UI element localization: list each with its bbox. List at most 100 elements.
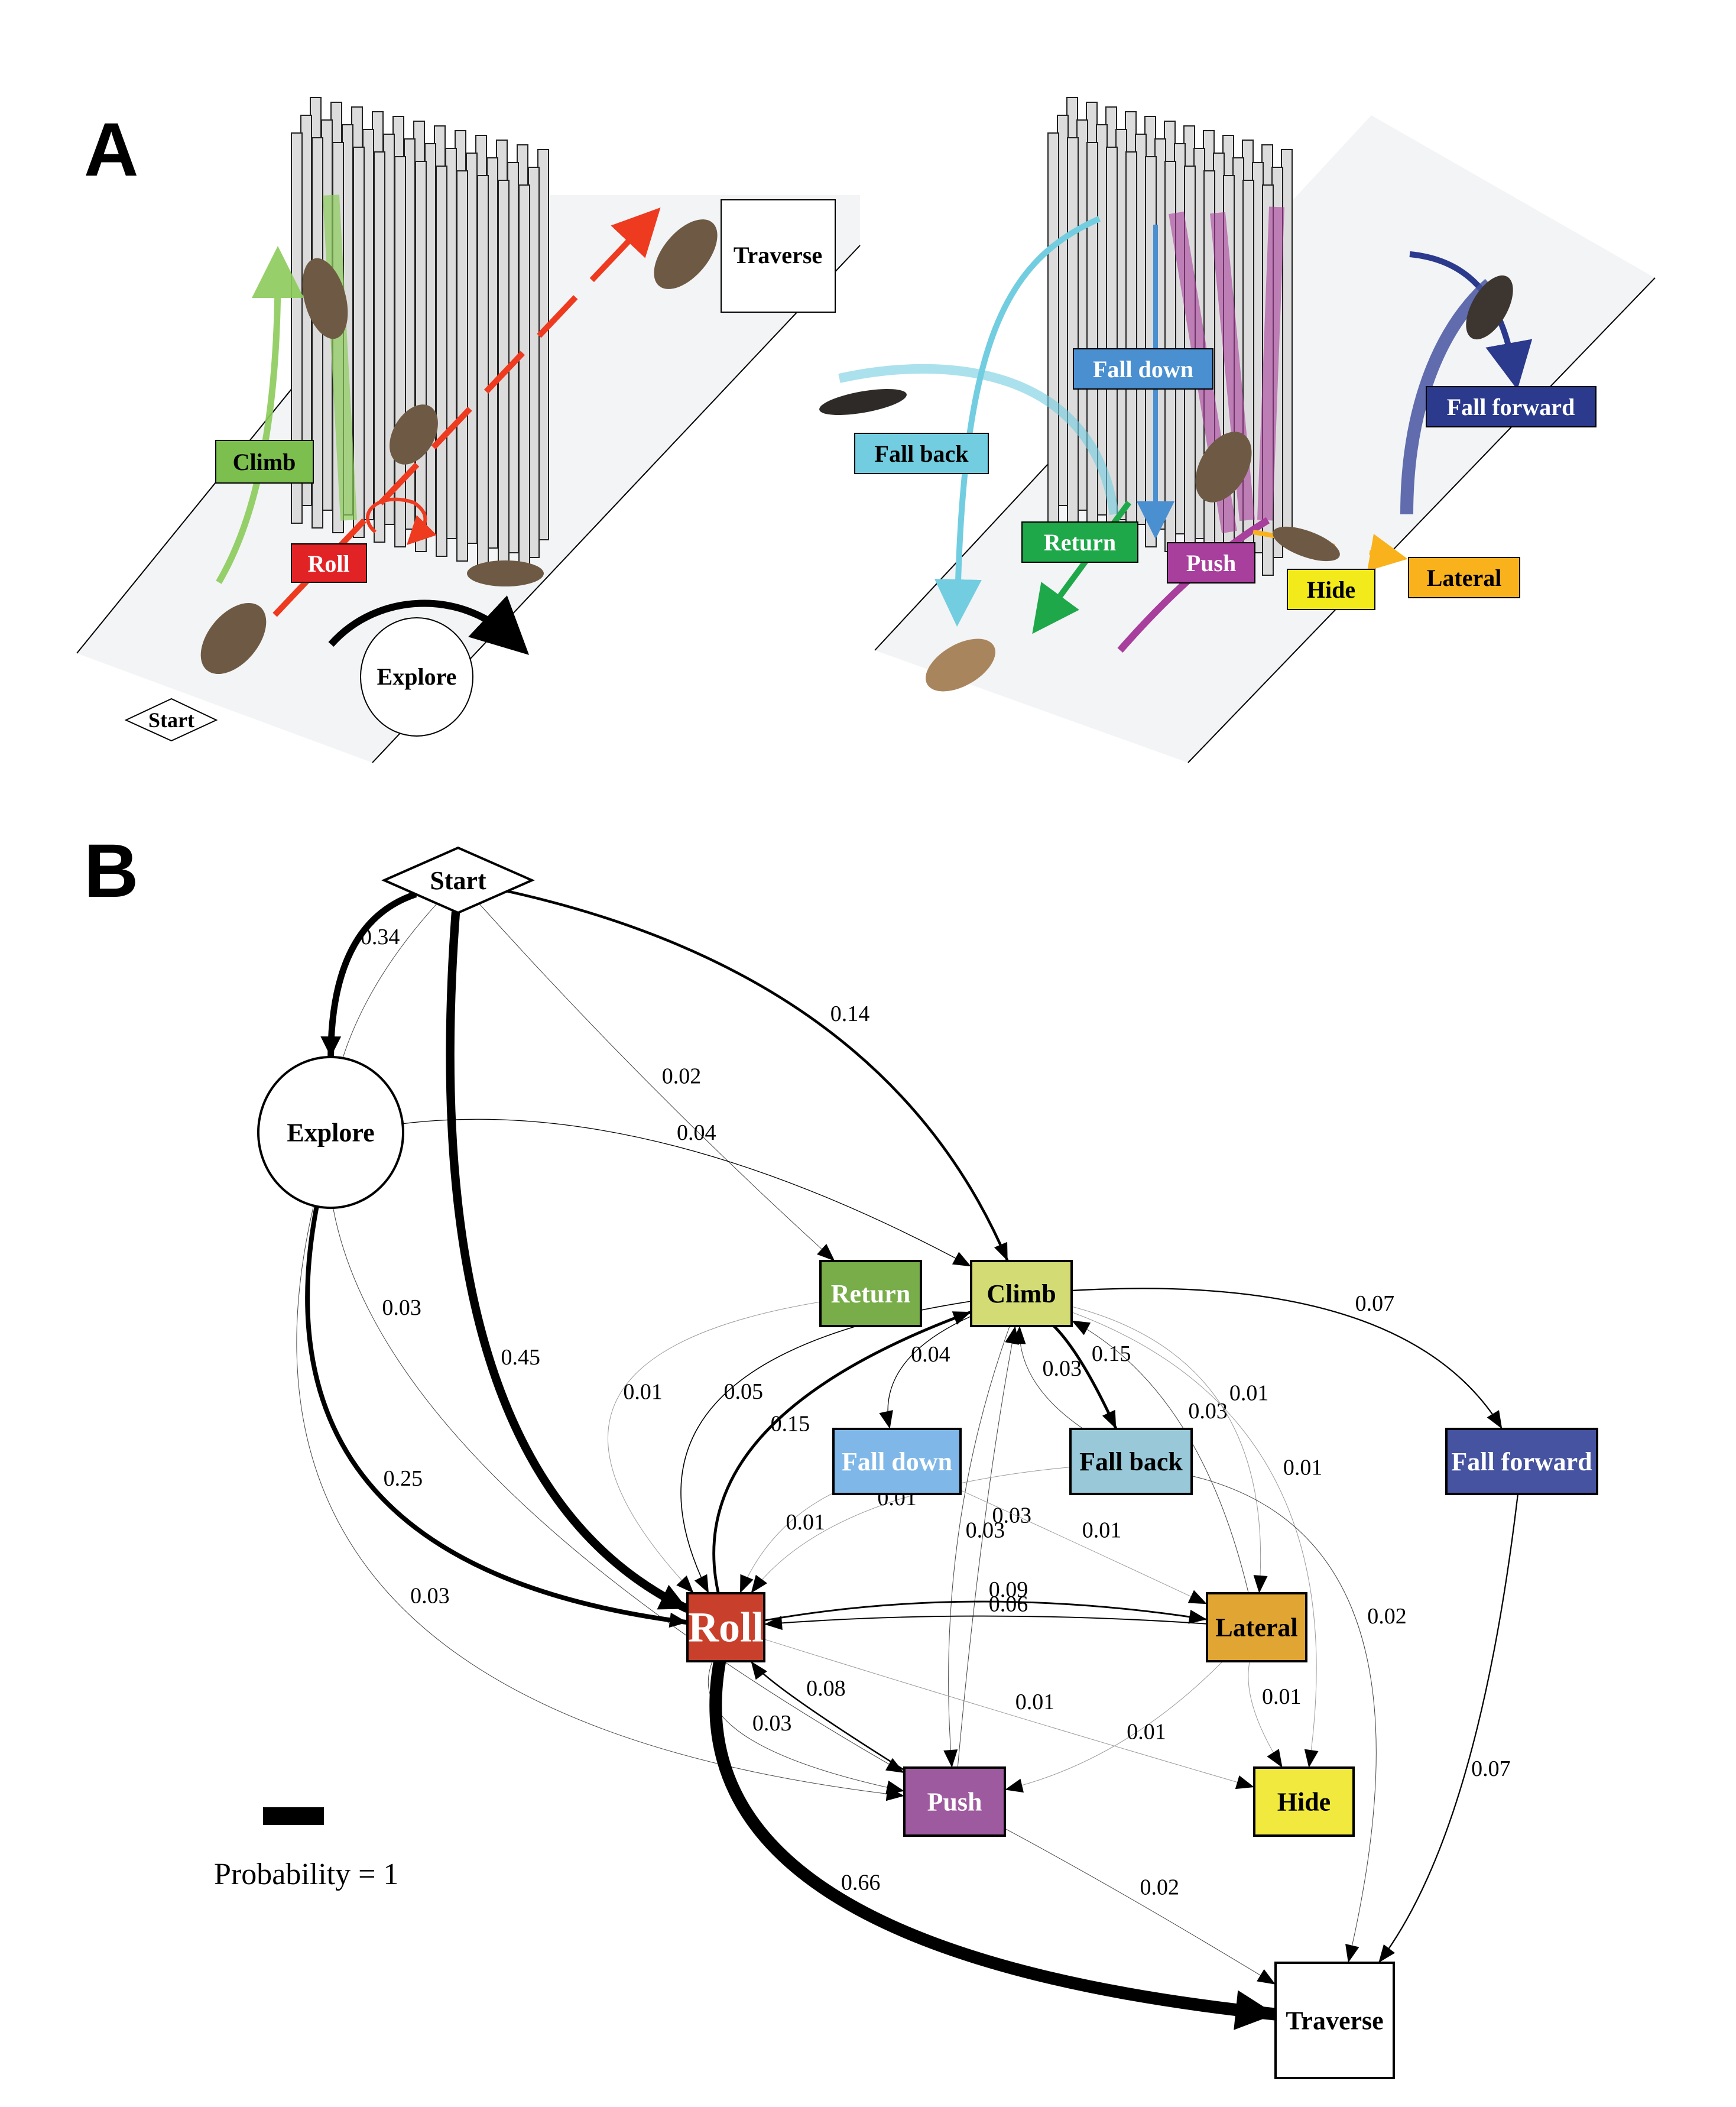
panel-a-illustration: Climb Roll Traverse Explore Start Fall d… [76,97,1656,763]
edge-arrowhead-icon [885,1758,904,1773]
edge-return-to-roll [607,1301,821,1594]
label-lateral-text: Lateral [1427,565,1502,591]
label-roll: Roll [291,543,367,583]
label-climb-text: Climb [233,449,296,475]
beam [1047,132,1059,524]
node-shape [832,1428,962,1495]
edge-arrowhead-icon [1072,1320,1091,1335]
edge-lateral-to-roll [764,1615,1208,1625]
label-traverse-text: Traverse [734,242,822,268]
edge-climb-to-fall-down [887,1315,972,1429]
node-shape [1274,1962,1395,2079]
node-shape [903,1766,1006,1837]
edge-arrowhead-icon [740,1574,754,1593]
node-shape [257,1056,404,1209]
panel-b-letter: B [84,829,139,913]
label-return-text: Return [1044,529,1116,556]
edge-climb-to-lateral [1071,1306,1261,1594]
edge-arrowhead-icon [676,1575,694,1593]
node-shape [686,1592,765,1662]
edge-arrowhead-icon [1304,1749,1319,1768]
edge-label: 0.03 [1188,1399,1227,1424]
label-traverse: Traverse [721,199,836,313]
node-label: Roll [688,1604,764,1651]
edge-climb-to-fall-back [1053,1325,1118,1430]
edge-roll-to-push [708,1661,905,1792]
edge-explore-to-roll [305,1205,688,1625]
cockroach-roll [390,404,438,465]
legend-swatch [263,1807,324,1825]
edge-roll-to-traverse [709,1660,1277,2021]
edge-arrowhead-icon [1267,1749,1283,1768]
node-shape [819,1260,922,1327]
edge-arrowhead-icon [751,1661,767,1680]
node-label: Fall down [842,1447,952,1476]
edge-start-to-roll [446,911,690,1613]
node-fall-back: Fall back [1069,1428,1193,1495]
edge-arrowhead-icon [1234,1990,1276,2030]
explore-path-arrow [328,595,530,655]
edge-explore-to-push [296,1205,905,1797]
edge-fall-down-to-lateral [960,1490,1208,1604]
edge-label: 0.02 [662,1064,702,1088]
edge-label: 0.34 [361,925,400,949]
edge-label: 0.25 [384,1466,423,1491]
roll-rotation-arrow-icon [366,497,414,534]
edge-arrowhead-icon [1378,1944,1396,1963]
node-label: Fall back [1079,1447,1183,1476]
cockroach-fall-forward [1466,275,1513,340]
node-label: Hide [1277,1788,1331,1817]
label-lateral: Lateral [1408,557,1520,598]
edge-label: 0.03 [1042,1356,1082,1381]
label-fall-back: Fall back [854,433,989,474]
label-fall-back-text: Fall back [875,440,969,467]
edge-label: 0.01 [1015,1690,1055,1714]
edge-label: 0.03 [966,1518,1005,1542]
node-explore: Explore [257,1056,404,1209]
node-hide: Hide [1253,1766,1355,1837]
beam [353,147,365,538]
beam [1067,137,1079,529]
fall-back-trace [838,364,1119,516]
beam [477,175,489,566]
edge-arrowhead-icon [1005,1778,1024,1793]
cockroach-explore [467,560,544,586]
edge-arrowhead-icon [1253,1575,1268,1593]
edge-lateral-to-climb [1071,1320,1249,1594]
edge-label: 0.06 [989,1592,1028,1617]
edge-label: 0.66 [841,1870,881,1895]
edge-climb-to-hide [1071,1312,1317,1768]
edge-label: 0.01 [1127,1719,1166,1744]
edge-label: 0.07 [1471,1756,1511,1781]
edge-label: 0.01 [623,1379,663,1404]
edge-climb-to-push [948,1325,1010,1768]
edge-fall-back-to-roll [751,1467,1071,1594]
edge-arrowhead-icon [1102,1409,1117,1429]
label-climb: Climb [215,440,314,484]
node-start: Start [381,846,535,915]
edge-label: 0.03 [382,1295,421,1320]
edge-label: 0.01 [1082,1518,1122,1542]
edge-arrowhead-icon [1345,1944,1359,1963]
edge-label: 0.01 [786,1510,826,1535]
edge-arrowhead-icon [751,1574,768,1593]
edge-label: 0.05 [724,1379,764,1404]
edge-label: 0.01 [1229,1380,1269,1405]
beam [1086,142,1098,533]
edge-fall-back-to-traverse [1191,1475,1377,1963]
left-beam-array [291,97,549,576]
legend: Probability = 1 [214,1807,398,1891]
node-fall-down: Fall down [832,1428,962,1495]
legend-label: Probability = 1 [214,1858,398,1891]
cockroach-fall-back [819,389,907,415]
edge-label: 0.15 [1092,1341,1131,1366]
edge-arrowhead-icon [694,1574,709,1593]
label-fall-down: Fall down [1073,348,1213,390]
edge-roll-to-hide [764,1639,1255,1788]
edge-explore-to-climb [403,1119,972,1267]
edge-push-to-climb [957,1325,1016,1768]
cockroach-photos [200,219,1513,692]
label-push: Push [1167,542,1255,584]
edge-climb-to-roll [680,1301,972,1594]
